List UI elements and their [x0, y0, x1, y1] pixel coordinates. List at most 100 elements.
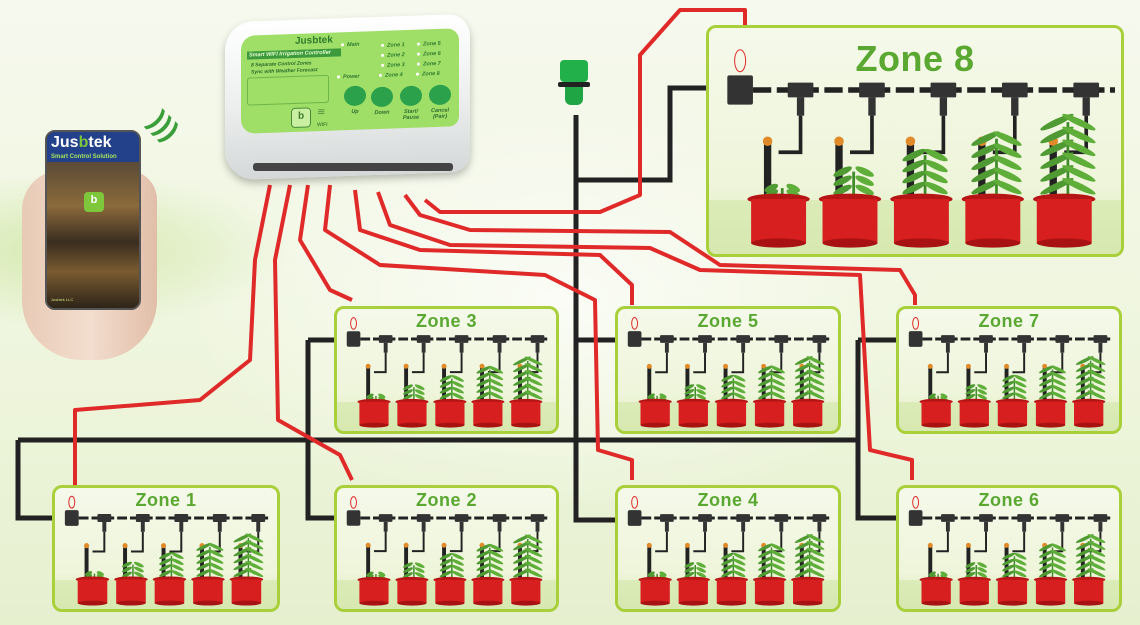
plant-leaf	[488, 543, 504, 552]
cancel-pair-button[interactable]	[429, 84, 451, 106]
plant-leaf	[659, 393, 667, 399]
pot-base	[1036, 238, 1092, 248]
plant-leaf	[245, 547, 264, 557]
flower-pot-icon	[754, 401, 785, 426]
tee-branch	[1011, 97, 1019, 116]
solenoid-valve-icon	[346, 510, 361, 526]
led-zone4: Zone 4	[379, 72, 403, 79]
plant-leaf	[1062, 152, 1096, 169]
plant-leaf	[159, 570, 172, 577]
emitter-tip	[927, 363, 933, 369]
led-zone3: Zone 3	[381, 62, 405, 69]
plant-leaf	[451, 558, 464, 566]
emitter-tip	[441, 363, 447, 369]
emitter-tip	[723, 542, 729, 548]
plant-leaf	[414, 572, 425, 578]
pot-base	[678, 422, 708, 428]
plant-leaf	[684, 384, 695, 390]
feeder-tube	[130, 531, 144, 553]
start-pause-button[interactable]	[400, 85, 422, 107]
tee-connector-icon	[812, 514, 827, 522]
plant-leaf	[1039, 562, 1055, 571]
plant-leaf	[451, 570, 464, 578]
emitter-tip	[403, 363, 409, 369]
feeder-tube	[693, 531, 707, 553]
plant-leaf	[902, 159, 926, 173]
emitter-tip	[762, 136, 773, 147]
plant-leaf	[524, 370, 543, 379]
tee-connector-icon	[1055, 335, 1070, 343]
tee-connector-icon	[774, 514, 789, 522]
plant-leaf	[769, 365, 785, 374]
emitter-tip	[1004, 542, 1010, 548]
plant-leaf	[758, 384, 774, 393]
feeder-tube	[449, 352, 463, 374]
tee-connector-icon	[530, 514, 545, 522]
drip-stake-icon	[366, 545, 371, 580]
zone-label: Zone 6	[978, 490, 1040, 510]
plant-leaf	[208, 555, 224, 564]
zone-7-panel: Zone 7	[896, 306, 1122, 434]
plant-leaf	[439, 392, 453, 400]
plant-leaf	[977, 389, 988, 395]
tee-branch	[179, 521, 184, 532]
flower-pot-icon	[77, 579, 108, 604]
flower-pot-icon	[793, 401, 823, 426]
feeder-tube	[373, 531, 387, 553]
flower-pot-icon	[116, 579, 146, 604]
tee-connector-icon	[930, 82, 957, 98]
tee-branch	[984, 342, 988, 353]
plant-leaf	[196, 542, 212, 551]
plant-leaf	[758, 543, 774, 552]
emitter-tip	[761, 363, 767, 369]
flower-pot-icon	[751, 199, 807, 244]
tee-branch	[1098, 342, 1103, 353]
feeder-tube	[974, 531, 988, 553]
tee-connector-icon	[979, 514, 993, 522]
plant-leaf	[833, 166, 852, 177]
plant-leaf	[403, 389, 413, 395]
jusbtek-logo-icon: b	[291, 107, 311, 129]
plant-leaf	[971, 167, 1000, 183]
valve-wire-loop-icon	[350, 317, 357, 330]
wire-zone3	[298, 184, 353, 302]
plant-leaf	[647, 393, 655, 399]
plant-leaf	[1013, 570, 1027, 578]
plant-leaf	[977, 567, 988, 573]
led-zone7: Zone 7	[417, 61, 441, 68]
plant-leaf	[1087, 554, 1106, 564]
flower-pot-icon	[716, 579, 747, 604]
plant-leaf	[993, 167, 1022, 183]
flower-pot-icon	[473, 579, 503, 604]
pot-base	[359, 600, 389, 606]
plant-leaf	[1062, 113, 1096, 131]
plant-leaf	[524, 356, 543, 366]
plant-leaf	[758, 569, 774, 578]
plant-leaf	[806, 369, 825, 379]
drip-stake-icon	[647, 366, 652, 402]
plant-leaf	[196, 568, 212, 577]
plant-leaf	[806, 554, 825, 564]
plant-leaf	[1050, 391, 1066, 400]
flower-pot-icon	[965, 199, 1021, 244]
tee-branch	[664, 521, 669, 532]
plant-leaf	[769, 384, 785, 393]
flower-pot-icon	[511, 401, 541, 426]
solenoid-valve-icon	[346, 331, 361, 347]
down-button[interactable]	[371, 86, 393, 108]
up-button[interactable]	[344, 85, 366, 107]
plant-leaf	[902, 148, 926, 162]
plant-leaf	[696, 567, 707, 573]
plant-leaf	[488, 391, 504, 400]
plant-leaf	[971, 131, 1000, 146]
wifi-label: WIFI	[317, 121, 328, 129]
plant-leaf	[940, 393, 948, 399]
plant-leaf	[924, 170, 948, 184]
flower-pot-icon	[997, 401, 1028, 426]
tee-branch	[779, 342, 784, 353]
flower-pot-icon	[359, 401, 389, 426]
plant-leaf	[171, 564, 184, 571]
phone-header: Jusbtek Smart Control Solution	[47, 132, 139, 162]
feeder-tube	[731, 531, 745, 553]
plant-leaf	[977, 562, 988, 568]
